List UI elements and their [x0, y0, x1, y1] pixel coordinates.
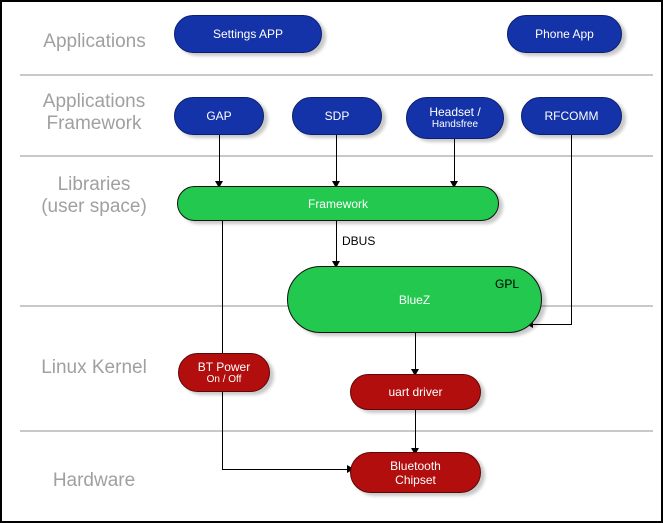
node-phone-app[interactable]: Phone App	[507, 15, 622, 53]
node-headset-handsfree-label: Headset /	[429, 105, 481, 119]
divider-linux-kernel	[20, 430, 653, 432]
node-phone-app-label: Phone App	[535, 27, 594, 41]
layer-label-linux-kernel: Linux Kernel	[41, 357, 147, 378]
node-bluetooth-chipset[interactable]: Bluetooth Chipset	[350, 452, 481, 493]
node-bt-power[interactable]: BT Power On / Off	[178, 353, 270, 392]
edge-bluez-to-uart-line	[415, 333, 416, 373]
node-rfcomm-label: RFCOMM	[544, 109, 599, 123]
edge-rfcomm-to-bluez-vline	[571, 135, 572, 325]
divider-applications	[20, 74, 653, 76]
edge-framework-to-chipset-vline	[222, 218, 223, 470]
edge-bluez-to-uart-arrow	[411, 369, 419, 376]
node-bluez-license-tag: GPL	[494, 277, 519, 291]
node-rfcomm[interactable]: RFCOMM	[521, 97, 622, 135]
node-bluez[interactable]: GPL BlueZ	[287, 266, 542, 333]
node-headset-handsfree[interactable]: Headset / Handsfree	[406, 97, 504, 139]
edge-sdp-to-framework-line	[336, 135, 337, 183]
layer-label-libraries: Libraries (user space)	[41, 174, 147, 217]
node-uart-driver-label: uart driver	[388, 385, 443, 399]
edge-rfcomm-to-bluez-hline	[533, 324, 572, 325]
node-headset-handsfree-sublabel: Handsfree	[431, 119, 479, 130]
node-gap-label: GAP	[206, 109, 232, 123]
edge-headset-to-framework-arrow	[450, 181, 458, 188]
edge-framework-to-chipset-hline	[222, 469, 350, 470]
node-framework[interactable]: Framework	[177, 186, 499, 221]
node-bt-power-label: BT Power	[197, 359, 251, 374]
layer-label-applications: Applications	[43, 31, 146, 52]
edge-gap-to-framework-arrow	[215, 181, 223, 188]
node-gap[interactable]: GAP	[174, 97, 264, 135]
layer-label-hardware: Hardware	[52, 470, 136, 491]
node-bluetooth-chipset-sublabel: Chipset	[395, 472, 436, 487]
edge-label-dbus: DBUS	[341, 234, 377, 248]
node-bt-power-sublabel: On / Off	[206, 373, 242, 385]
node-sdp-label: SDP	[324, 109, 350, 123]
edge-gap-to-framework-line	[219, 135, 220, 183]
edge-uart-to-chipset-line	[415, 410, 416, 452]
edge-framework-to-bluez-line	[336, 221, 337, 266]
node-bluetooth-chipset-label: Bluetooth	[390, 458, 441, 473]
edge-headset-to-framework-line	[454, 139, 455, 183]
node-framework-label: Framework	[307, 196, 368, 211]
edge-framework-to-bluez-arrow	[332, 261, 340, 268]
node-settings-app-label: Settings APP	[212, 27, 284, 41]
node-bluez-label: BlueZ	[398, 292, 431, 307]
node-settings-app[interactable]: Settings APP	[174, 15, 322, 53]
node-uart-driver[interactable]: uart driver	[350, 374, 481, 410]
layer-label-applications-framework: Applications Framework	[42, 91, 146, 134]
node-sdp[interactable]: SDP	[292, 97, 382, 135]
edge-sdp-to-framework-arrow	[332, 181, 340, 188]
